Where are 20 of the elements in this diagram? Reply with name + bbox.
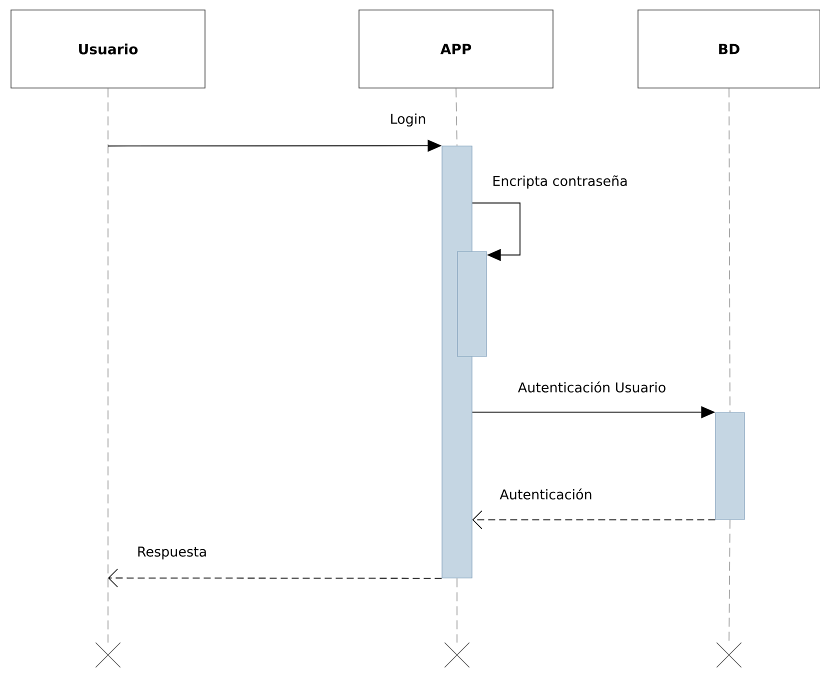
lifeline bbox=[728, 519, 730, 644]
actor-box: BD bbox=[638, 10, 820, 88]
lifeline bbox=[728, 88, 730, 413]
return-arrow bbox=[108, 568, 442, 588]
destroy-mark bbox=[716, 642, 742, 668]
actor-box: Usuario bbox=[10, 10, 206, 88]
actor-box: APP bbox=[358, 10, 554, 88]
edge-label: Autenticación bbox=[498, 488, 594, 500]
activation-bar bbox=[457, 251, 487, 357]
lifeline bbox=[456, 88, 458, 146]
edge-label: Autenticación Usuario bbox=[516, 380, 668, 394]
lifeline bbox=[456, 578, 458, 644]
destroy-mark bbox=[444, 642, 470, 668]
return-arrow bbox=[472, 510, 716, 530]
edge-label: Respuesta bbox=[136, 546, 208, 560]
self-message-arrow bbox=[472, 202, 520, 262]
edge-label: Encripta contraseña bbox=[491, 174, 629, 190]
edge-label: Login bbox=[388, 112, 428, 128]
activation-bar bbox=[715, 412, 745, 520]
destroy-mark bbox=[95, 642, 121, 668]
